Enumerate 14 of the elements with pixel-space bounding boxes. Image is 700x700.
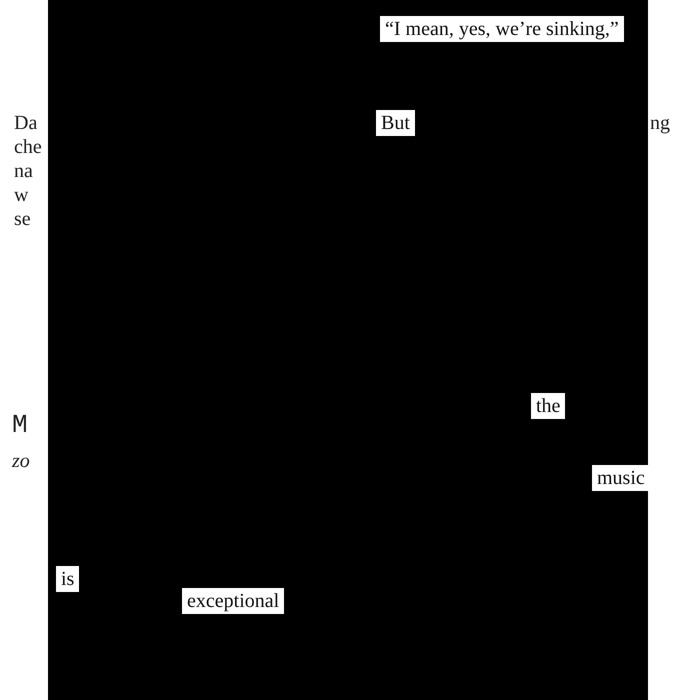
newsprint-fragment: che [14,135,42,160]
newsprint-fragment: zo [12,449,30,474]
poem-word: the [531,393,566,419]
poem-word: “I mean, yes, we’re sinking,” [380,16,624,42]
newsprint-fragment: M [12,412,28,438]
newsprint-fragment: na [14,159,33,184]
newsprint-fragment: Da [14,111,38,136]
newsprint-fragment: w [14,183,28,208]
poem-word: is [56,566,80,592]
poem-word: music [592,465,650,491]
newsprint-fragment: ng [650,111,670,136]
poem-word: exceptional [182,588,284,614]
poem-word: But [376,110,415,136]
newsprint-fragment: se [14,207,31,232]
